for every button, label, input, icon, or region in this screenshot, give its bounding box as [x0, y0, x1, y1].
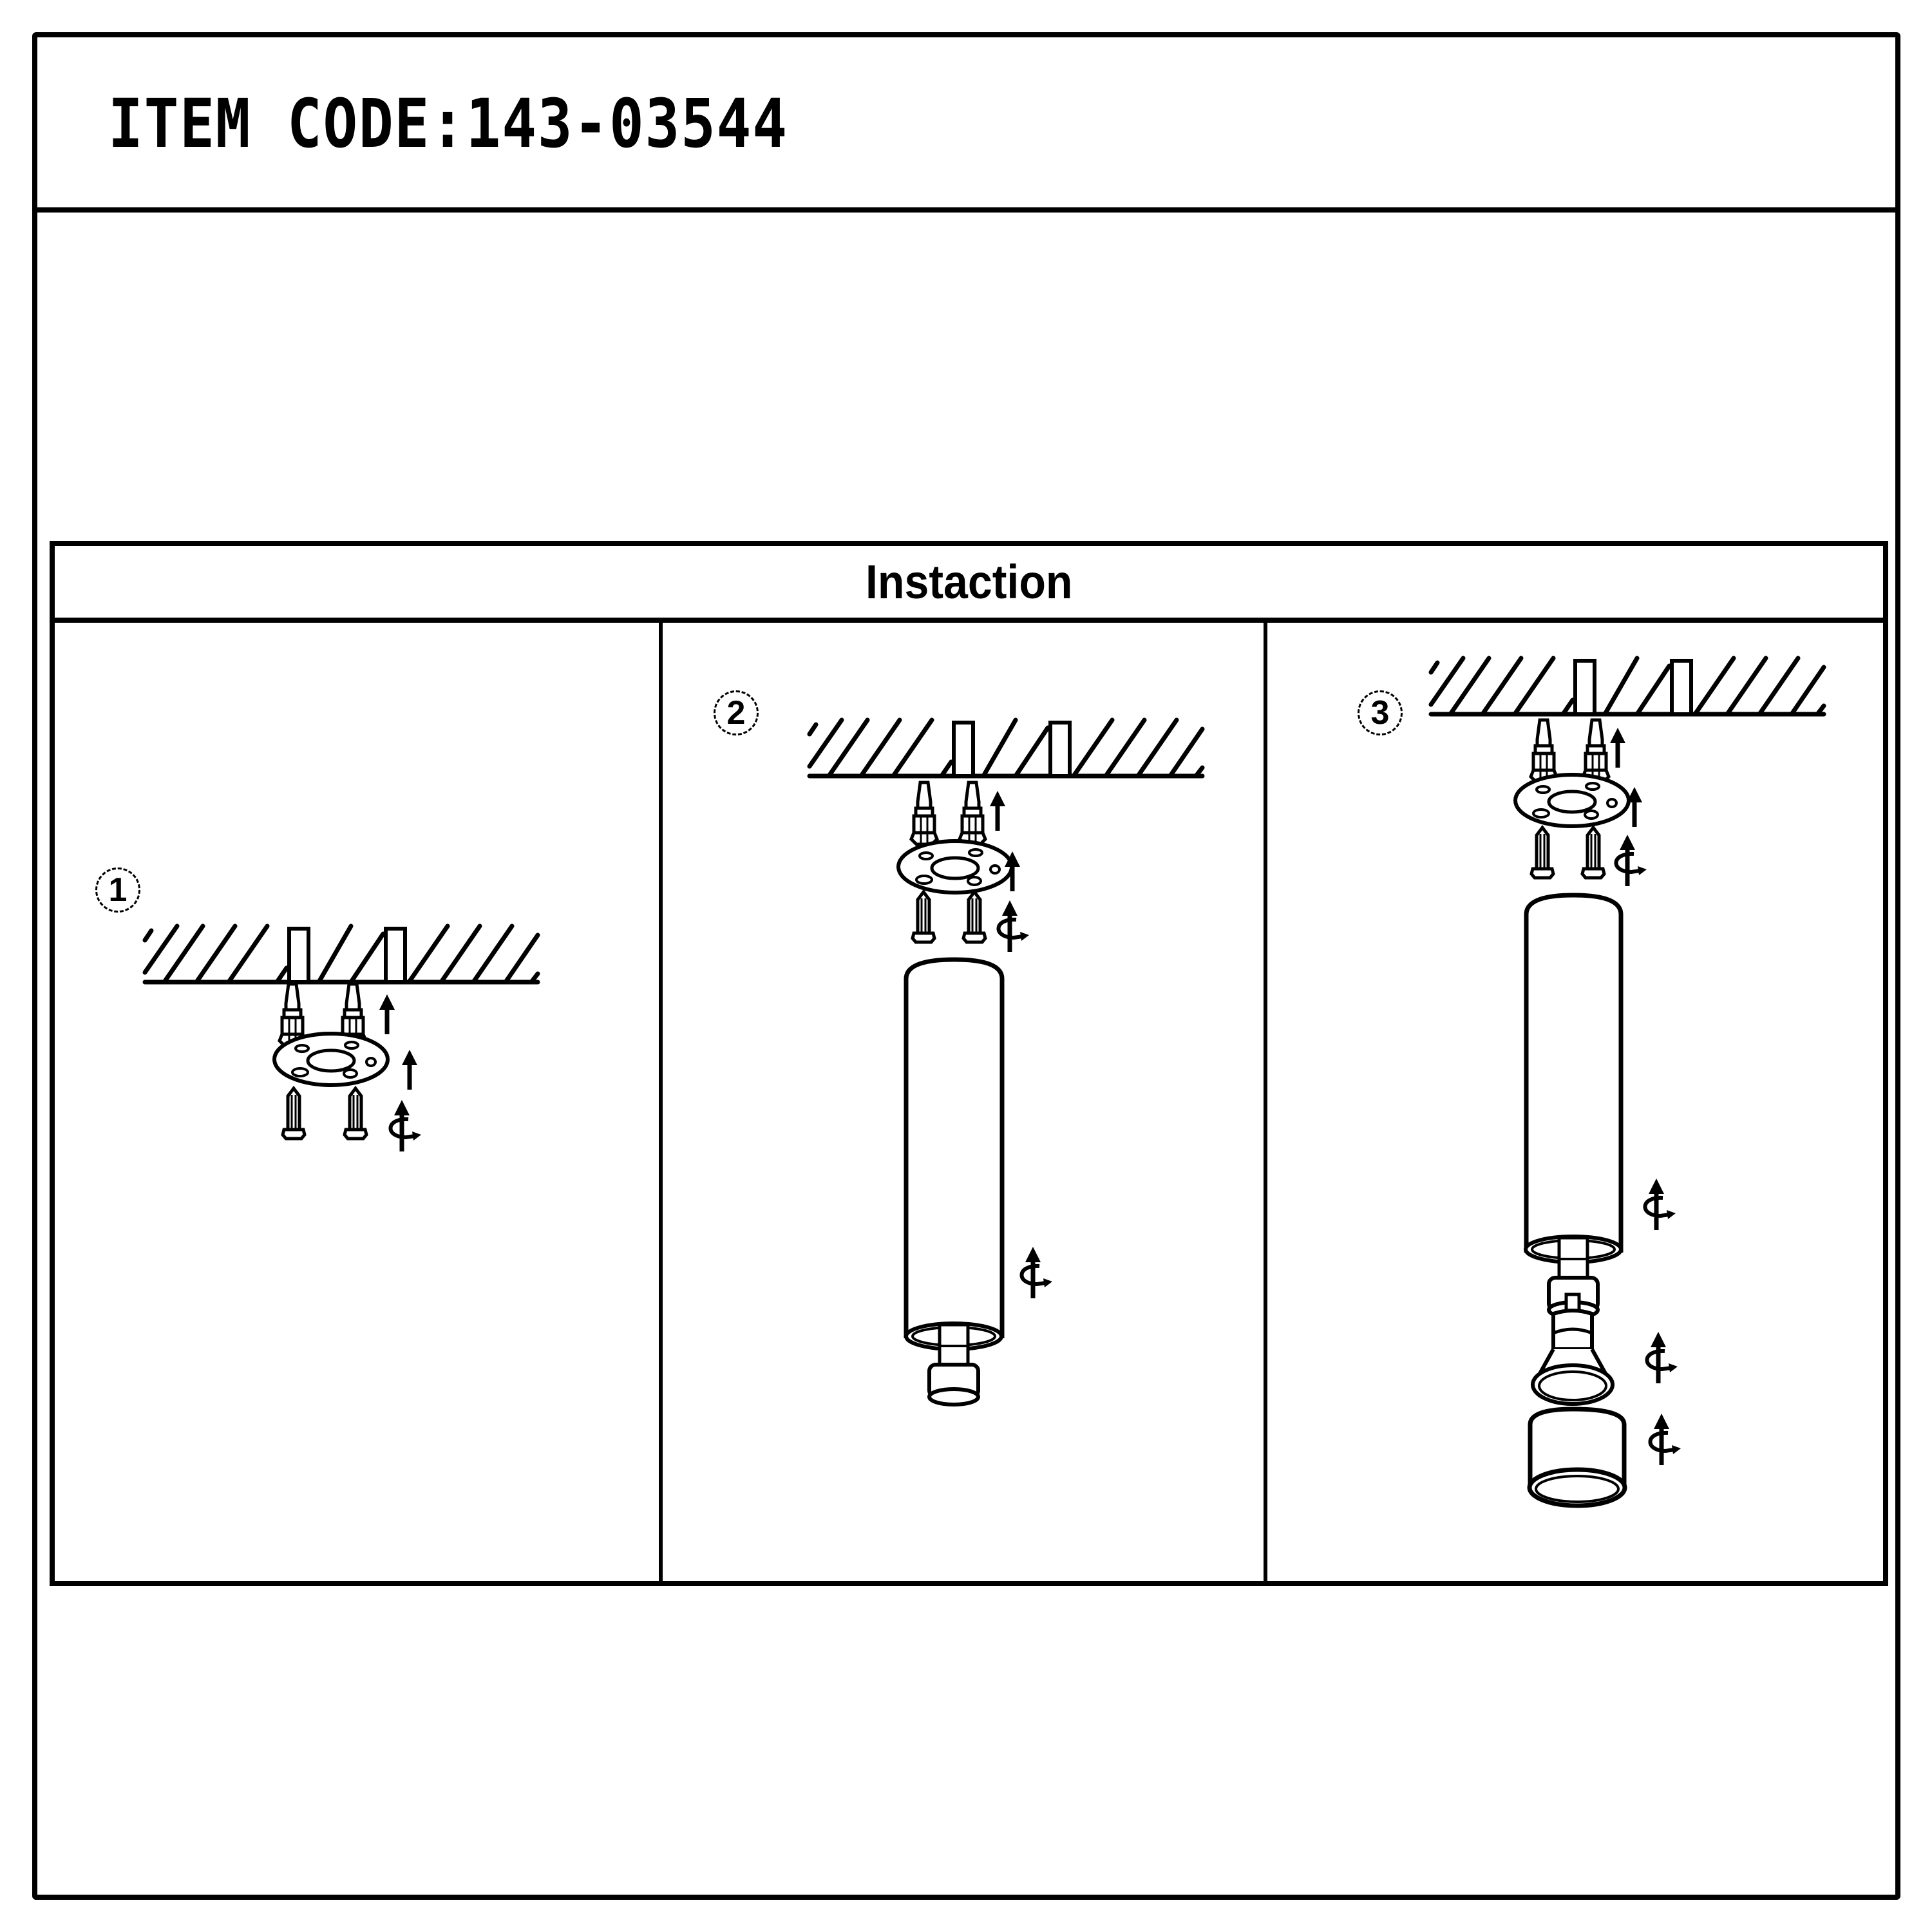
installation-table: Instaction: [50, 541, 1888, 1586]
step-number-3: 3: [1358, 690, 1403, 735]
page-frame: [32, 32, 1900, 1900]
installation-title-row: Instaction: [55, 546, 1883, 623]
column-divider-1: [659, 623, 663, 1581]
step-number-1: 1: [95, 867, 140, 913]
item-code-label: ITEM CODE:143-03544: [108, 84, 788, 163]
step-number-2: 2: [714, 690, 759, 735]
column-divider-2: [1264, 623, 1267, 1581]
header-divider: [32, 207, 1900, 213]
installation-title: Instaction: [865, 555, 1073, 609]
